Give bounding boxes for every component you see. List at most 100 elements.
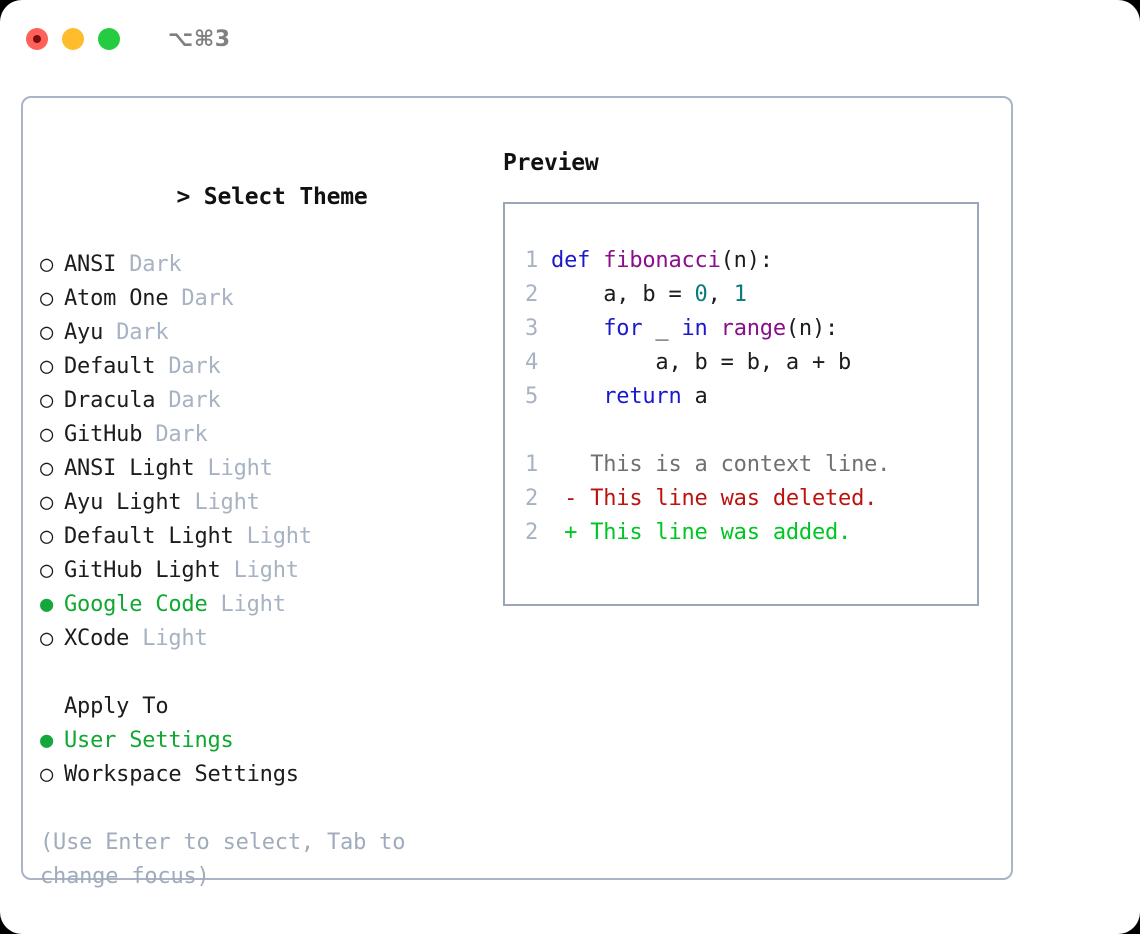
separator [142,422,155,447]
code-token-text: (n): [720,248,773,273]
apply-to-option-label: Workspace Settings [64,762,299,787]
theme-option-default-light[interactable]: ○Default Light Light [40,520,470,554]
code-token-number: 0 [694,282,708,307]
radio-selected-icon: ● [40,728,54,753]
diff-marker [564,452,577,477]
theme-option-variant: Light [194,490,260,515]
line-number: 1 [524,248,538,273]
radio-unselected-icon: ○ [40,320,54,345]
gutter-gap [538,248,551,273]
radio-unselected-icon: ○ [40,456,54,481]
theme-option-label: ANSI Light [64,456,195,481]
code-token-number: 1 [733,282,747,307]
separator [129,626,142,651]
keyboard-shortcut-label: ⌥⌘3 [168,26,231,52]
apply-to-option-user-settings[interactable]: ● User Settings [40,724,470,758]
theme-option-ansi-light[interactable]: ○ ANSI Light Light [40,452,470,486]
line-number: 2 [524,520,538,545]
theme-option-default[interactable]: ○Default Dark [40,350,470,384]
theme-option-dracula[interactable]: ○Dracula Dark [40,384,470,418]
theme-option-label: Atom One [64,286,169,311]
code-line: 3 for _ in range(n): [505,312,977,346]
theme-option-label: Google Code [64,592,208,617]
theme-option-variant: Light [142,626,208,651]
code-token-text: a, b = [551,282,695,307]
separator [116,252,129,277]
radio-unselected-icon: ○ [40,762,54,787]
radio-selected-icon: ● [40,592,54,617]
theme-option-atom-one[interactable]: ○ Atom One Dark [40,282,470,316]
theme-list-title-text: Select Theme [203,184,368,210]
theme-selector-panel: > Select Theme ○ANSI Dark○Atom One Dark○… [21,96,1013,889]
theme-option-github-light[interactable]: ○GitHub Light Light [40,554,470,588]
theme-option-label: Default [64,354,156,379]
close-button[interactable] [26,28,48,50]
theme-option-label: ANSI [64,252,117,277]
minimize-button[interactable] [62,28,84,50]
theme-option-label: XCode [64,626,130,651]
theme-option-variant: Dark [168,388,221,413]
theme-option-ayu[interactable]: ○Ayu Dark [40,316,470,350]
diff-marker: - [564,486,578,511]
spacer [40,656,470,690]
preview-title: Preview [503,150,599,176]
code-token-text: (n): [785,316,839,341]
marker-gap [577,486,590,511]
code-line: 5 return a [505,380,977,414]
radio-unselected-icon: ○ [40,422,54,447]
radio-unselected-icon: ○ [40,286,54,311]
radio-unselected-icon: ○ [40,558,54,583]
diff-line-removed: 2 - This line was deleted. [505,482,977,516]
diff-marker: + [564,520,578,545]
theme-option-variant: Dark [181,286,234,311]
theme-option-label: GitHub [64,422,143,447]
theme-option-label: Ayu Light [64,490,182,515]
separator [103,320,116,345]
separator [194,456,207,481]
separator [168,286,181,311]
code-token-text: a, b = b, a + b [551,350,852,375]
apply-to-option-label: User Settings [64,728,234,753]
code-token-text: , [707,282,734,307]
theme-option-variant: Light [207,456,273,481]
keyboard-hint-text: (Use Enter to select, Tab to change focu… [40,830,406,889]
gutter-gap [538,452,564,477]
theme-option-label: Default Light [64,524,234,549]
theme-option-ayu-light[interactable]: ○Ayu Light Light [40,486,470,520]
theme-option-github[interactable]: ○GitHub Dark [40,418,470,452]
radio-unselected-icon: ○ [40,354,54,379]
line-number: 4 [524,350,538,375]
theme-option-xcode[interactable]: ○XCode Light [40,622,470,656]
line-number: 2 [524,486,538,511]
diff-text: This line was deleted. [590,486,878,511]
code-line: 1 def fibonacci(n): [505,244,977,278]
diff-text: This line was added. [590,520,852,545]
line-number: 1 [524,452,538,477]
code-line: 2 a, b = 0, 1 [505,278,977,312]
radio-unselected-icon: ○ [40,388,54,413]
gutter-gap [538,520,564,545]
diff-line-context: 1 This is a context line. [505,448,977,482]
theme-option-ansi[interactable]: ○ANSI Dark [40,248,470,282]
maximize-button[interactable] [98,28,120,50]
window-titlebar: ⌥⌘3 [0,0,1140,78]
apply-to-option-workspace-settings[interactable]: ○ Workspace Settings [40,758,470,792]
theme-option-variant: Dark [129,252,182,277]
code-token-text: _ [642,316,682,341]
code-spacer [505,414,977,448]
theme-option-variant: Light [220,592,286,617]
radio-unselected-icon: ○ [40,524,54,549]
code-token-keyword: def [551,248,604,273]
theme-option-google-code[interactable]: ● Google Code Light [40,588,470,622]
code-token-function: fibonacci [603,248,721,273]
code-token-keyword: for [603,316,643,341]
code-token-text [551,316,603,341]
window-controls [26,28,120,50]
code-token-text [551,384,603,409]
gutter-gap [538,384,551,409]
gutter-gap [538,486,564,511]
separator [234,524,247,549]
apply-to-title: Apply To [64,694,169,719]
